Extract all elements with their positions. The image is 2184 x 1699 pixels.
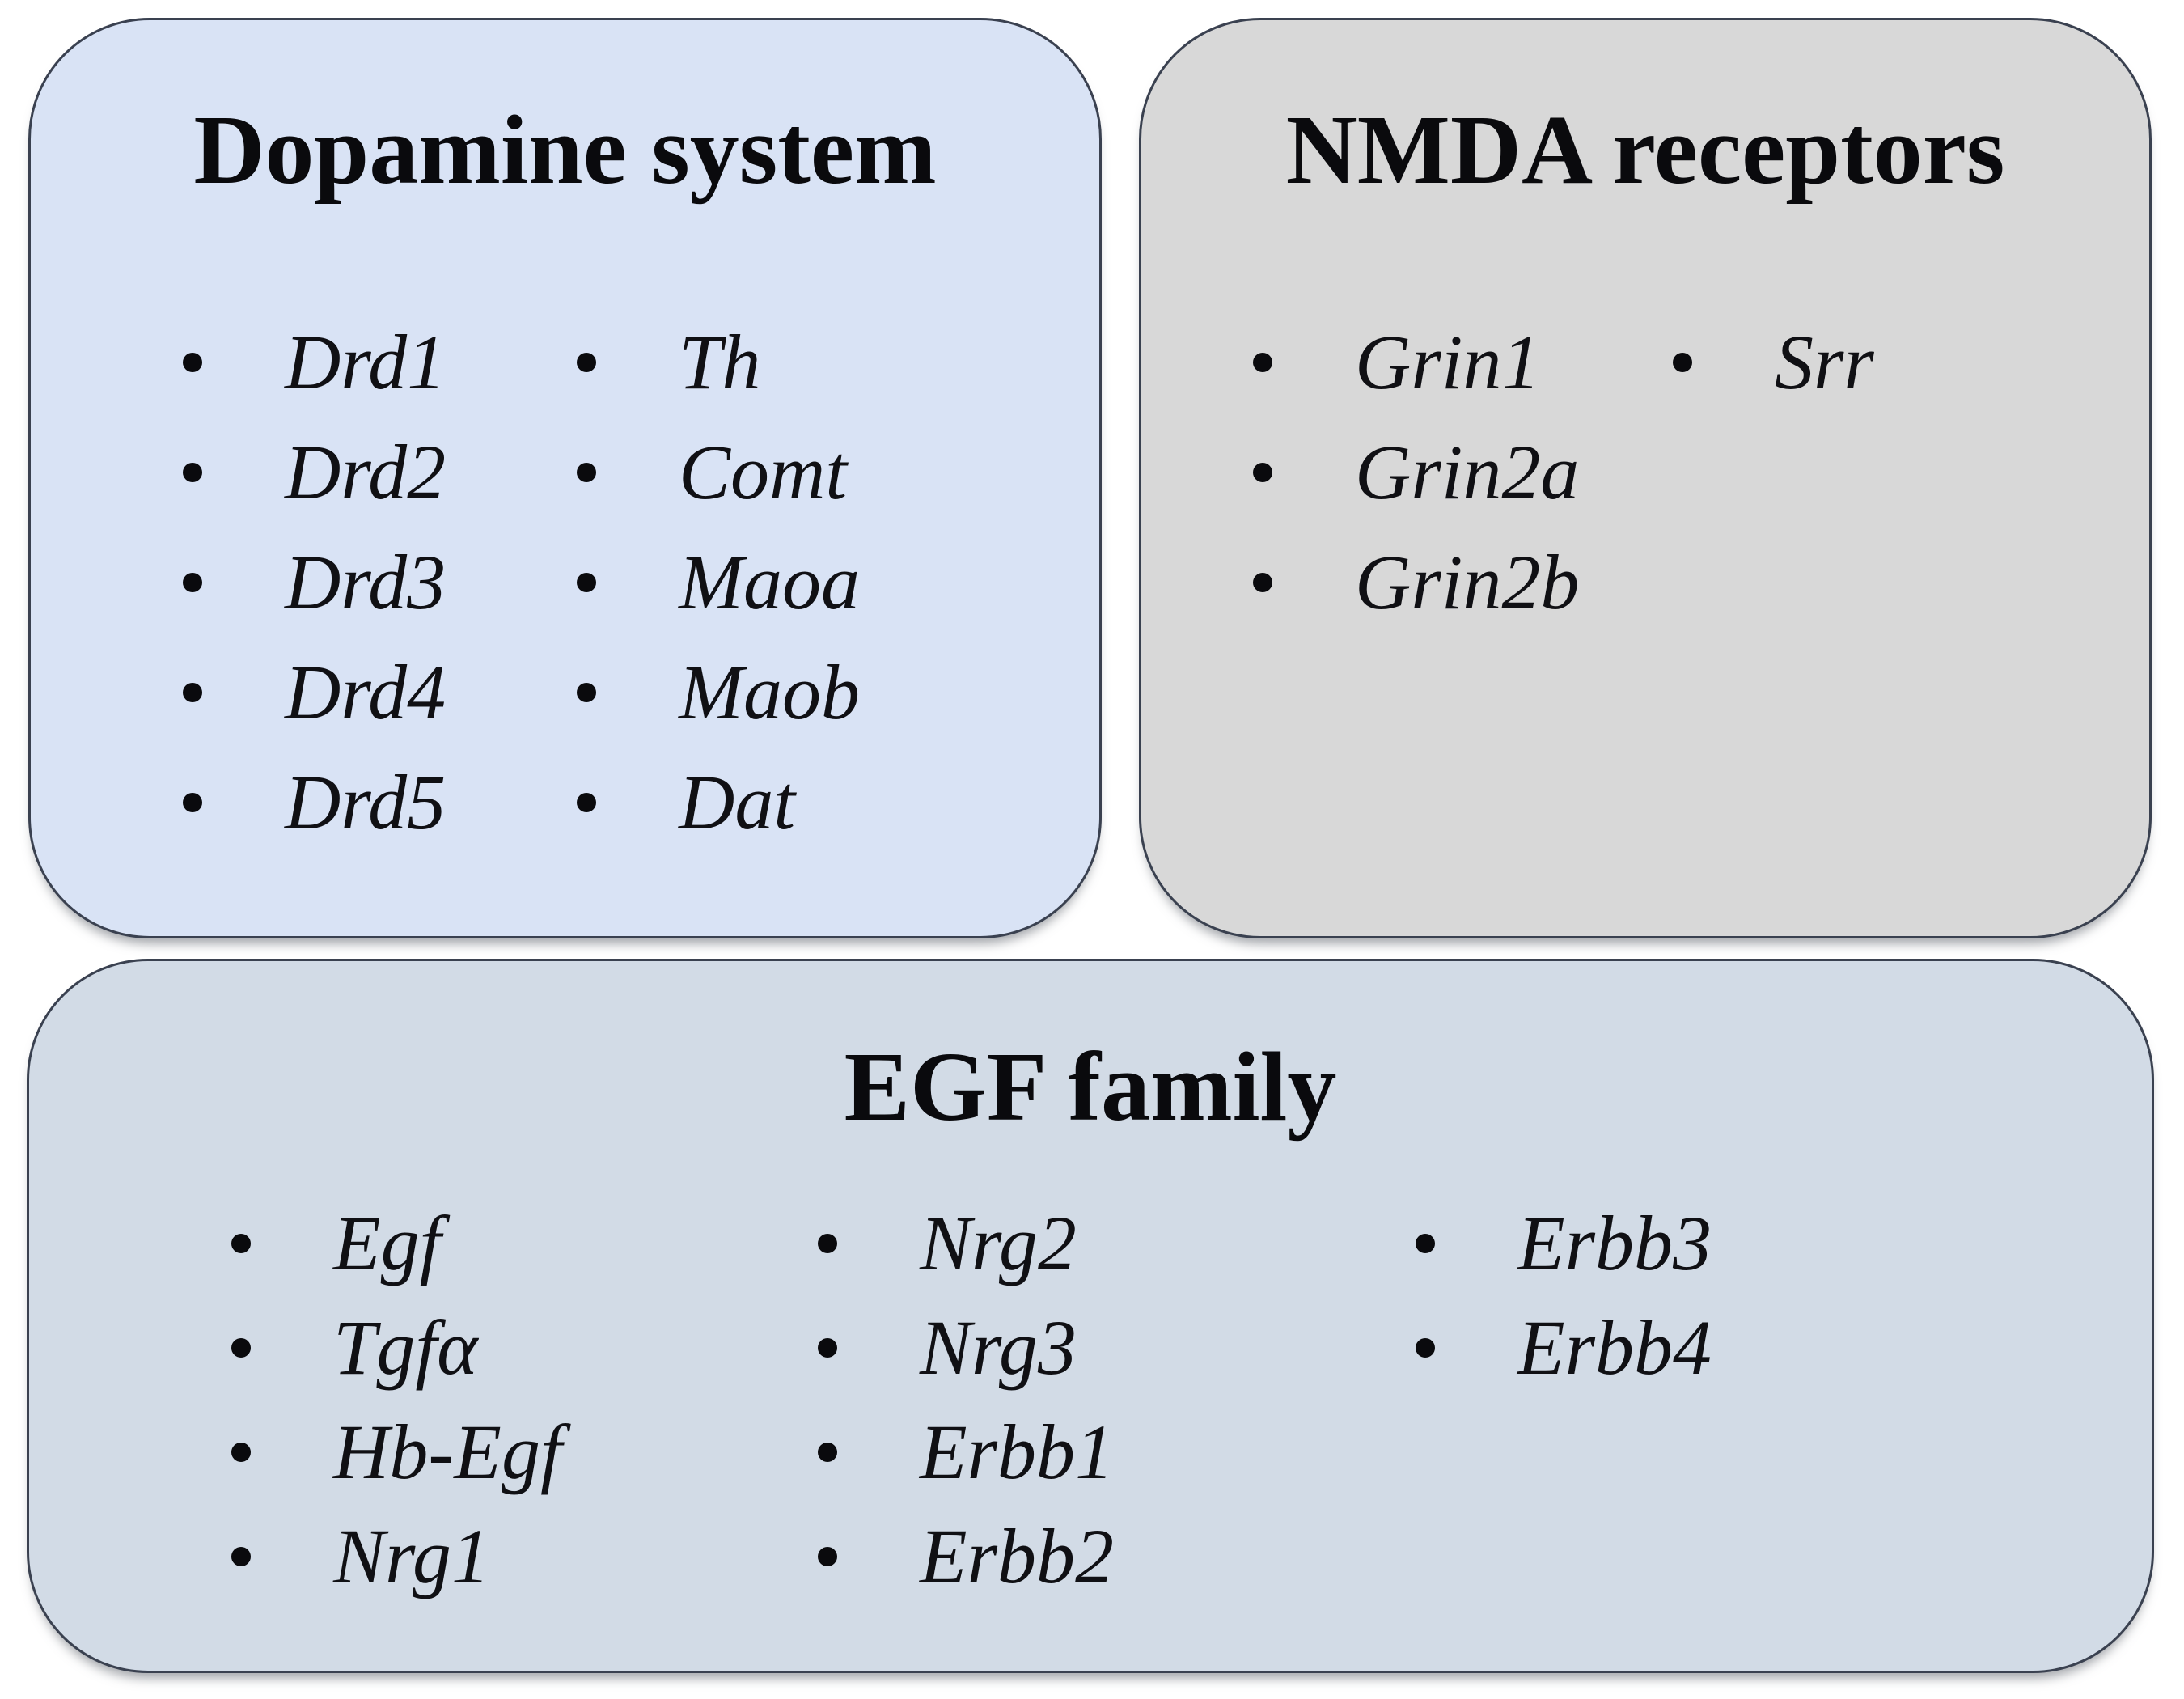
gene-label: Egf xyxy=(333,1199,442,1286)
egf-gene-column-3: Erbb3 Erbb4 xyxy=(1416,1191,1712,1400)
list-item: Erbb1 xyxy=(818,1400,1114,1504)
gene-label: Drd3 xyxy=(285,539,447,625)
gene-label: Drd2 xyxy=(285,429,447,515)
gene-label: Drd1 xyxy=(285,319,447,405)
bullet-icon xyxy=(231,1233,251,1253)
egf-family-title: EGF family xyxy=(844,1032,1337,1142)
egf-family-box: EGF family Egf Tgfα Hb-Egf Nrg1 Nrg xyxy=(27,959,2154,1673)
bullet-icon xyxy=(1253,463,1272,482)
list-item: Comt xyxy=(577,417,860,527)
list-item: Drd4 xyxy=(183,638,446,748)
nmda-receptors-title: NMDA receptors xyxy=(1285,95,2005,205)
gene-label: Grin2b xyxy=(1355,539,1580,625)
gene-label: Comt xyxy=(679,429,848,515)
gene-label: Tgfα xyxy=(333,1303,478,1391)
gene-label: Erbb3 xyxy=(1517,1199,1712,1286)
dopamine-system-box: Dopamine system Drd1 Drd2 Drd3 Drd4 Drd5 xyxy=(28,18,1102,938)
bullet-icon xyxy=(1416,1337,1435,1358)
bullet-icon xyxy=(183,683,202,702)
gene-label: Nrg2 xyxy=(920,1199,1077,1286)
list-item: Drd5 xyxy=(183,748,446,858)
bullet-icon xyxy=(818,1233,837,1253)
list-item: Erbb3 xyxy=(1416,1191,1712,1295)
nmda-receptors-box: NMDA receptors Grin1 Grin2a Grin2b Srr xyxy=(1139,18,2152,938)
bullet-icon xyxy=(183,573,202,592)
egf-gene-column-1: Egf Tgfα Hb-Egf Nrg1 xyxy=(231,1191,562,1608)
list-item: Grin1 xyxy=(1253,307,1579,417)
egf-gene-column-2: Nrg2 Nrg3 Erbb1 Erbb2 xyxy=(818,1191,1114,1608)
bullet-icon xyxy=(231,1337,251,1358)
list-item: Egf xyxy=(231,1191,562,1295)
list-item: Grin2b xyxy=(1253,527,1579,638)
bullet-icon xyxy=(818,1546,837,1566)
list-item: Nrg3 xyxy=(818,1295,1114,1400)
list-item: Drd3 xyxy=(183,527,446,638)
gene-label: Hb-Egf xyxy=(333,1408,562,1495)
nmda-gene-column-1: Grin1 Grin2a Grin2b xyxy=(1253,307,1579,638)
gene-label: Drd4 xyxy=(285,649,447,735)
bullet-icon xyxy=(1253,353,1272,372)
gene-label: Dat xyxy=(679,759,795,845)
gene-label: Drd5 xyxy=(285,759,447,845)
gene-label: Erbb2 xyxy=(920,1512,1114,1599)
list-item: Nrg1 xyxy=(231,1504,562,1608)
bullet-icon xyxy=(183,353,202,372)
dopamine-system-title: Dopamine system xyxy=(193,95,937,205)
bullet-icon xyxy=(1416,1233,1435,1253)
gene-label: Grin2a xyxy=(1355,429,1580,515)
list-item: Hb-Egf xyxy=(231,1400,562,1504)
gene-label: Th xyxy=(679,319,761,405)
list-item: Nrg2 xyxy=(818,1191,1114,1295)
nmda-gene-column-2: Srr xyxy=(1673,307,1874,417)
list-item: Erbb4 xyxy=(1416,1295,1712,1400)
bullet-icon xyxy=(577,683,596,702)
list-item: Drd1 xyxy=(183,307,446,417)
bullet-icon xyxy=(183,463,202,482)
list-item: Th xyxy=(577,307,860,417)
gene-label: Erbb4 xyxy=(1517,1303,1712,1391)
bullet-icon xyxy=(577,573,596,592)
gene-label: Nrg3 xyxy=(920,1303,1077,1391)
list-item: Dat xyxy=(577,748,860,858)
list-item: Srr xyxy=(1673,307,1874,417)
bullet-icon xyxy=(818,1337,837,1358)
gene-label: Srr xyxy=(1775,319,1874,405)
gene-label: Nrg1 xyxy=(333,1512,490,1599)
dopamine-gene-column-1: Drd1 Drd2 Drd3 Drd4 Drd5 xyxy=(183,307,446,858)
list-item: Erbb2 xyxy=(818,1504,1114,1608)
gene-label: Maob xyxy=(679,649,860,735)
list-item: Maoa xyxy=(577,527,860,638)
list-item: Tgfα xyxy=(231,1295,562,1400)
bullet-icon xyxy=(1253,573,1272,592)
bullet-icon xyxy=(231,1442,251,1462)
dopamine-gene-column-2: Th Comt Maoa Maob Dat xyxy=(577,307,860,858)
bullet-icon xyxy=(1673,353,1692,372)
list-item: Drd2 xyxy=(183,417,446,527)
gene-label: Erbb1 xyxy=(920,1408,1114,1495)
gene-label: Grin1 xyxy=(1355,319,1541,405)
bullet-icon xyxy=(231,1546,251,1566)
bullet-icon xyxy=(183,793,202,812)
bullet-icon xyxy=(818,1442,837,1462)
list-item: Maob xyxy=(577,638,860,748)
gene-label: Maoa xyxy=(679,539,860,625)
bullet-icon xyxy=(577,463,596,482)
list-item: Grin2a xyxy=(1253,417,1579,527)
bullet-icon xyxy=(577,793,596,812)
bullet-icon xyxy=(577,353,596,372)
